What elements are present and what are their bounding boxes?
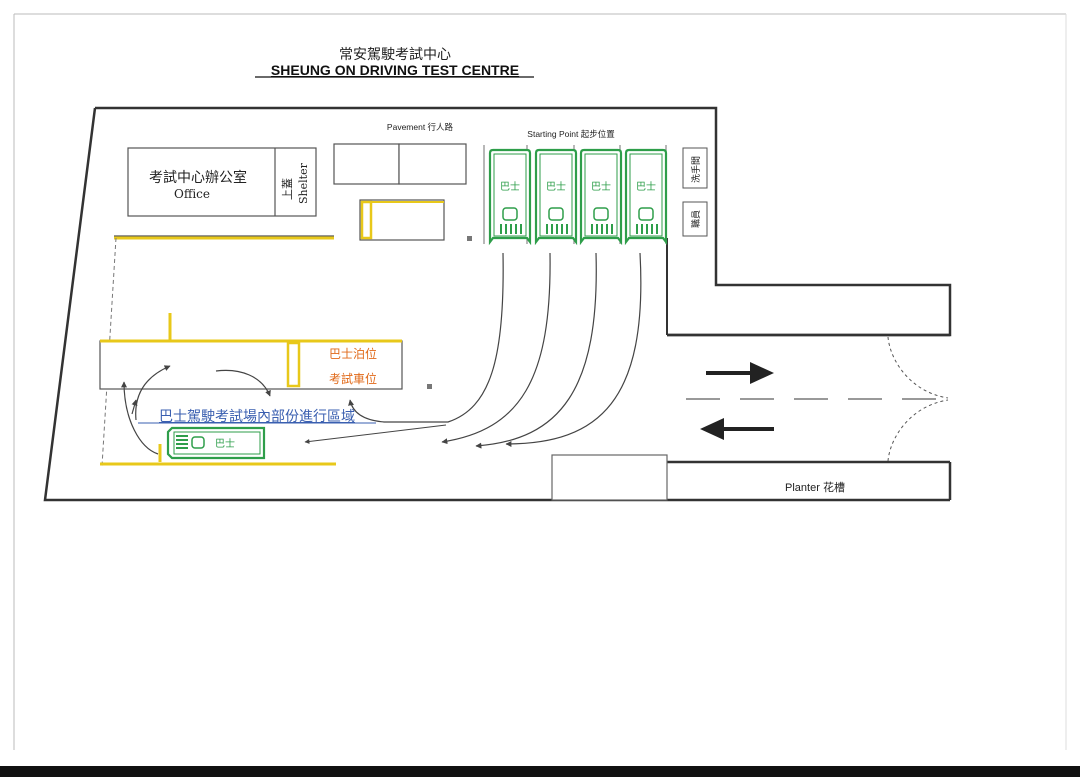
booth <box>359 199 445 241</box>
bus-start-3-label: 巴士 <box>591 180 611 193</box>
bus-start-2-label: 巴士 <box>546 180 566 193</box>
bus-practice-area <box>166 426 266 460</box>
bus-start-1-label: 巴士 <box>500 180 520 193</box>
route-arrows <box>121 252 642 455</box>
title-english: SHEUNG ON DRIVING TEST CENTRE <box>271 62 519 78</box>
office-label-english: Office <box>174 187 210 201</box>
pavement-box-right <box>398 143 467 185</box>
office-building <box>127 147 317 217</box>
bus-parking-block <box>99 340 403 390</box>
shelter-label-chinese: 上蓋 <box>281 178 294 200</box>
starting-point-label: Starting Point 起步位置 <box>527 129 615 139</box>
outbound-arrow <box>700 418 774 440</box>
bus-start-2 <box>534 148 578 244</box>
office-label-chinese: 考試中心辦公室 <box>149 169 247 186</box>
bus-start-3 <box>579 148 623 244</box>
staff-room <box>682 201 708 237</box>
bus-parking-label: 巴士泊位 <box>329 346 377 361</box>
test-car-space-label: 考試車位 <box>329 371 377 386</box>
title-chinese: 常安駕駛考試中心 <box>339 47 451 63</box>
toilet-room <box>682 147 708 189</box>
planter-label: Planter 花槽 <box>785 481 845 494</box>
pavement-label: Pavement 行人路 <box>387 122 454 132</box>
bus-start-4-label: 巴士 <box>636 180 656 193</box>
pavement-box-left <box>333 143 400 185</box>
bus-practice-area-label: 巴士 <box>215 437 235 450</box>
bus-start-1 <box>488 148 532 244</box>
bottom-bar <box>0 766 1080 777</box>
bus-area-label: 巴士駕駛考試場內部份進行區域 <box>159 409 355 425</box>
bus-start-4 <box>624 148 668 244</box>
planter-box <box>551 454 668 501</box>
inbound-arrow <box>706 362 774 384</box>
toilet-label: 洗手間 <box>690 156 702 183</box>
staff-room-label: 職員 <box>691 210 702 228</box>
shelter-label-english: Shelter <box>297 162 310 204</box>
